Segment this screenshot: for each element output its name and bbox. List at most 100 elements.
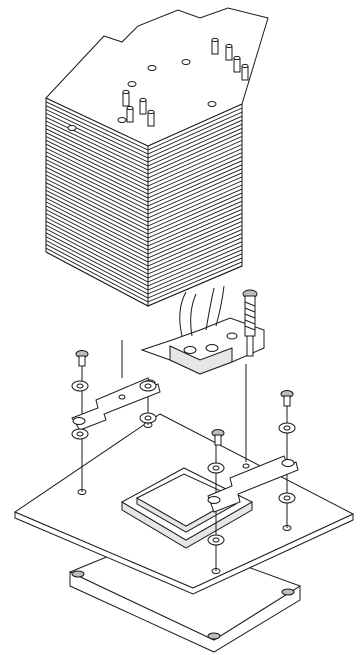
screw-left [75,350,89,367]
fin-lines-side [147,107,243,303]
washers [71,380,296,546]
fin-line [147,131,243,175]
heat-pipes [179,285,225,337]
washer-1 [71,380,89,392]
fin-line [147,225,243,267]
fin-line [45,178,149,231]
fin-line [45,201,149,255]
fin-line [147,111,243,155]
fin-line [147,204,243,247]
top-details [67,37,249,131]
fin-line [45,139,149,191]
washer-2 [71,428,89,440]
fin-line [147,229,243,271]
fin-line [147,115,243,159]
fin-line [147,216,243,259]
fin-line [45,189,149,243]
fin-line [45,105,149,155]
fin-line [45,228,149,283]
fin-line [45,205,149,259]
fin-line [147,249,243,291]
pipe-end-2 [139,97,147,115]
washer-4 [139,412,157,424]
fin-line [147,156,243,199]
fin-line [147,253,243,295]
washer-8 [278,492,296,504]
fin-line [45,247,149,303]
fin-line [45,182,149,235]
pipe-end-6 [225,43,233,61]
backplate-standoff-1 [71,570,85,578]
screw-center [211,429,225,446]
fin-line [45,213,149,267]
fin-line [45,170,149,223]
fin-line [45,186,149,239]
fin-line [147,119,243,163]
fin-line [147,241,243,283]
fin-line [147,107,243,151]
fin-line [147,176,243,219]
heatsink [45,7,269,375]
fin-line [45,109,149,159]
fin-line [45,120,149,171]
fin-line [147,164,243,207]
fin-line [147,220,243,263]
fin-line [147,200,243,243]
pipe-end-7 [233,55,241,73]
pipe-end-8 [241,63,249,81]
fin-line [45,236,149,291]
fin-lines-front [45,101,149,303]
fin-line [45,143,149,195]
fin-line [45,217,149,271]
washer-7 [278,422,296,434]
washer-3 [139,380,157,392]
fin-line [147,233,243,275]
fin-line [45,101,149,151]
fin-line [45,174,149,227]
fin-line [147,237,243,279]
fin-line [147,123,243,167]
fin-line [45,220,149,275]
spring-screw [242,289,258,357]
pipe-end-3 [126,105,134,123]
fin-line [147,168,243,211]
cooler-base [140,317,265,375]
fin-line [45,209,149,263]
fin-line [45,136,149,187]
fin-line [147,135,243,179]
fin-line [45,240,149,295]
pipe-end-1 [122,89,130,107]
washer-5 [207,462,225,474]
fin-line [45,193,149,247]
fin-line [45,159,149,211]
fin-line [147,180,243,223]
fin-line [147,188,243,231]
fin-line [45,116,149,167]
backplate-standoff-3 [281,588,295,596]
backplate-standoff-2 [207,632,221,640]
fin-line [147,208,243,251]
fin-line [45,112,149,163]
fin-line [45,162,149,215]
fin-line [147,196,243,239]
mounting-bar-right [207,455,299,513]
fin-line [147,245,243,287]
fin-line [45,155,149,207]
fin-line [147,257,243,299]
fin-line [45,197,149,251]
pipe-end-4 [147,109,155,127]
fin-line [45,151,149,203]
fin-line [147,144,243,187]
fin-line [45,232,149,287]
fin-line [45,128,149,179]
fin-line [147,127,243,171]
fin-line [45,147,149,199]
screws [75,350,294,446]
fin-line [45,243,149,299]
fin-line [45,132,149,183]
fin-line [147,261,243,303]
fin-line [147,172,243,215]
washer-6 [207,534,225,546]
fin-line [147,160,243,203]
